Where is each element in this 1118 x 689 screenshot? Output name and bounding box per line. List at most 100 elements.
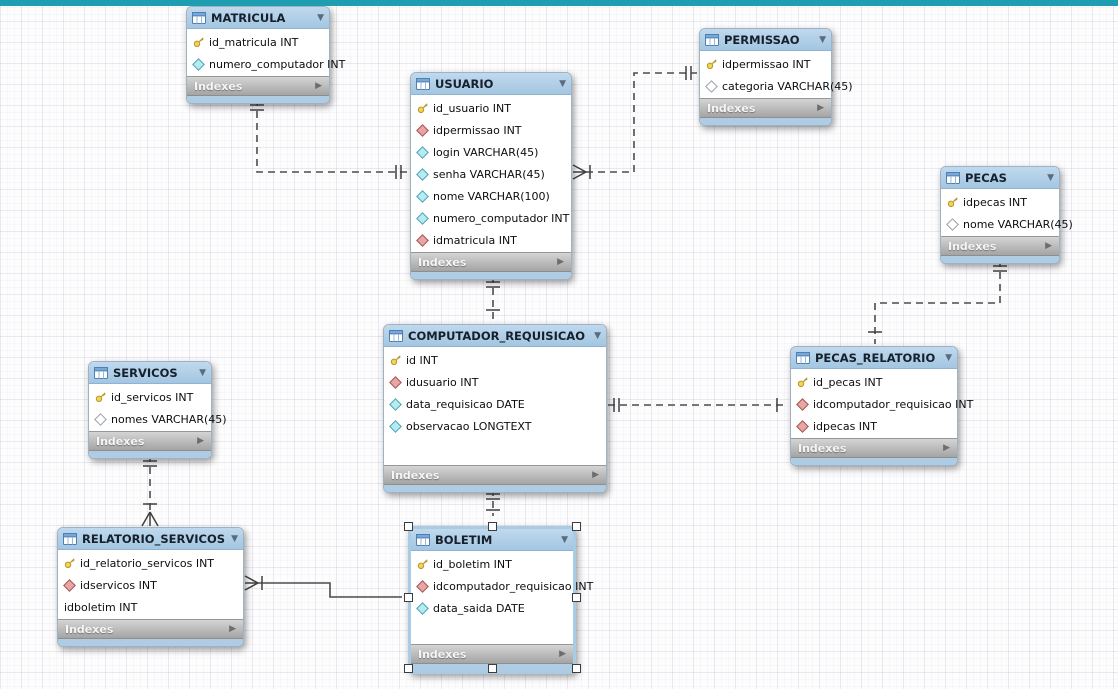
column-row[interactable]: idboletim INT <box>58 596 243 618</box>
column-row[interactable]: nomes VARCHAR(45) <box>89 408 227 430</box>
column-row[interactable]: nome VARCHAR(45) <box>941 213 1073 235</box>
primary-key-icon <box>95 391 111 403</box>
column-row[interactable]: id INT <box>384 349 606 371</box>
relationship-computador_requisicao-pecas_relatorio[interactable] <box>608 398 788 412</box>
attribute-icon <box>390 422 406 431</box>
table-header[interactable]: RELATORIO_SERVICOS▼ <box>58 528 243 550</box>
column-label: idpermissao INT <box>722 57 811 71</box>
column-row[interactable]: id_matricula INT <box>187 31 329 53</box>
table-header[interactable]: MATRICULA▼ <box>187 7 329 29</box>
column-row[interactable]: numero_computador INT <box>411 207 571 229</box>
table-header[interactable]: PECAS▼ <box>941 167 1059 189</box>
chevron-down-icon[interactable]: ▼ <box>945 352 952 363</box>
chevron-down-icon[interactable]: ▼ <box>559 78 566 89</box>
relationship-pecas-pecas_relatorio[interactable] <box>868 260 1007 344</box>
relationship-usuario-computador_requisicao[interactable] <box>486 276 500 323</box>
indexes-bar[interactable]: Indexes▶ <box>58 619 243 639</box>
column-row[interactable]: id_boletim INT <box>411 553 573 575</box>
expand-arrow-icon[interactable]: ▶ <box>315 81 322 91</box>
entity-table-relatorio_servicos[interactable]: RELATORIO_SERVICOS▼id_relatorio_servicos… <box>57 527 244 647</box>
chevron-down-icon[interactable]: ▼ <box>199 367 206 378</box>
column-row[interactable]: idservicos INT <box>58 574 243 596</box>
expand-arrow-icon[interactable]: ▶ <box>592 470 599 480</box>
indexes-bar[interactable]: Indexes▶ <box>411 252 571 272</box>
indexes-bar[interactable]: Indexes▶ <box>941 236 1059 256</box>
selection-handle[interactable] <box>403 521 413 531</box>
selection-handle[interactable] <box>403 592 413 602</box>
chevron-down-icon[interactable]: ▼ <box>317 12 324 23</box>
indexes-bar[interactable]: Indexes▶ <box>384 465 606 485</box>
selection-handle[interactable] <box>487 663 497 673</box>
selection-handle[interactable] <box>571 592 581 602</box>
indexes-bar[interactable]: Indexes▶ <box>791 438 957 458</box>
table-header[interactable]: SERVICOS▼ <box>89 362 211 384</box>
column-row[interactable]: data_saida DATE <box>411 597 573 619</box>
relationship-computador_requisicao-boletim[interactable] <box>486 489 500 516</box>
indexes-bar[interactable]: Indexes▶ <box>411 644 573 664</box>
selection-handle[interactable] <box>487 521 497 531</box>
column-row[interactable]: id_usuario INT <box>411 97 571 119</box>
attribute-icon <box>417 170 433 179</box>
indexes-bar[interactable]: Indexes▶ <box>187 76 329 96</box>
table-header[interactable]: USUARIO▼ <box>411 73 571 95</box>
table-icon <box>705 33 719 46</box>
entity-table-permissao[interactable]: PERMISSAO▼ idpermissao INT categoria VARCH… <box>699 28 853 126</box>
column-row[interactable]: idusuario INT <box>384 371 606 393</box>
expand-arrow-icon[interactable]: ▶ <box>559 649 566 659</box>
table-header[interactable]: PECAS_RELATORIO▼ <box>791 347 957 369</box>
column-row[interactable]: id_servicos INT <box>89 386 211 408</box>
expand-arrow-icon[interactable]: ▶ <box>197 436 204 446</box>
chevron-down-icon[interactable]: ▼ <box>819 34 826 45</box>
entity-table-boletim[interactable]: BOLETIM▼id_boletim INT idcomputador_requi… <box>408 526 593 674</box>
chevron-down-icon[interactable]: ▼ <box>231 533 238 544</box>
column-row[interactable]: idpermissao INT <box>700 53 831 75</box>
column-row[interactable]: login VARCHAR(45) <box>411 141 571 163</box>
chevron-down-icon[interactable]: ▼ <box>561 534 568 545</box>
expand-arrow-icon[interactable]: ▶ <box>557 257 564 267</box>
relationship-usuario-permissao[interactable] <box>572 66 697 180</box>
column-row[interactable]: data_requisicao DATE <box>384 393 606 415</box>
entity-table-servicos[interactable]: SERVICOS▼ id_servicos INT nomes VARCHAR(45… <box>88 361 227 459</box>
selection-handle[interactable] <box>571 521 581 531</box>
column-row[interactable]: idpecas INT <box>791 415 957 437</box>
column-row[interactable]: observacao LONGTEXT <box>384 415 606 437</box>
column-row[interactable]: idmatricula INT <box>411 229 571 251</box>
selection-handle[interactable] <box>403 663 413 673</box>
table-header[interactable]: PERMISSAO▼ <box>700 29 831 51</box>
column-row[interactable]: id_pecas INT <box>791 371 957 393</box>
column-row[interactable]: nome VARCHAR(100) <box>411 185 571 207</box>
column-row[interactable]: numero_computador INT <box>187 53 345 75</box>
relationship-relatorio_servicos-boletim[interactable] <box>244 575 402 598</box>
indexes-bar[interactable]: Indexes ▶ <box>700 98 831 118</box>
column-row[interactable]: idpecas INT <box>941 191 1059 213</box>
expand-arrow-icon[interactable]: ▶ <box>1045 241 1052 251</box>
expand-arrow-icon[interactable]: ▶ <box>229 624 236 634</box>
column-row[interactable]: senha VARCHAR(45) <box>411 163 571 185</box>
column-row[interactable]: idpermissao INT <box>411 119 571 141</box>
relationship-matricula-usuario[interactable] <box>250 99 408 179</box>
table-header[interactable]: BOLETIM▼ <box>411 529 573 551</box>
selection-handle[interactable] <box>571 663 581 673</box>
indexes-bar[interactable]: Indexes▶ <box>89 431 211 451</box>
column-row[interactable]: idcomputador_requisicao INT <box>791 393 973 415</box>
column-label: id_servicos INT <box>111 390 194 404</box>
column-label: idcomputador_requisicao INT <box>433 579 594 593</box>
relationship-servicos-relatorio_servicos[interactable] <box>141 455 159 527</box>
table-header[interactable]: COMPUTADOR_REQUISICAO▼ <box>384 325 606 347</box>
column-row[interactable]: idcomputador_requisicao INT <box>411 575 593 597</box>
expand-arrow-icon[interactable]: ▶ <box>817 103 824 113</box>
chevron-down-icon[interactable]: ▼ <box>1047 172 1054 183</box>
expand-arrow-icon[interactable]: ▶ <box>943 443 950 453</box>
column-row[interactable]: id_relatorio_servicos INT <box>58 552 243 574</box>
column-row[interactable]: categoria VARCHAR(45) <box>700 75 853 97</box>
column-label: categoria VARCHAR(45) <box>722 79 853 93</box>
chevron-down-icon[interactable]: ▼ <box>594 330 601 341</box>
indexes-label: Indexes <box>707 101 756 115</box>
